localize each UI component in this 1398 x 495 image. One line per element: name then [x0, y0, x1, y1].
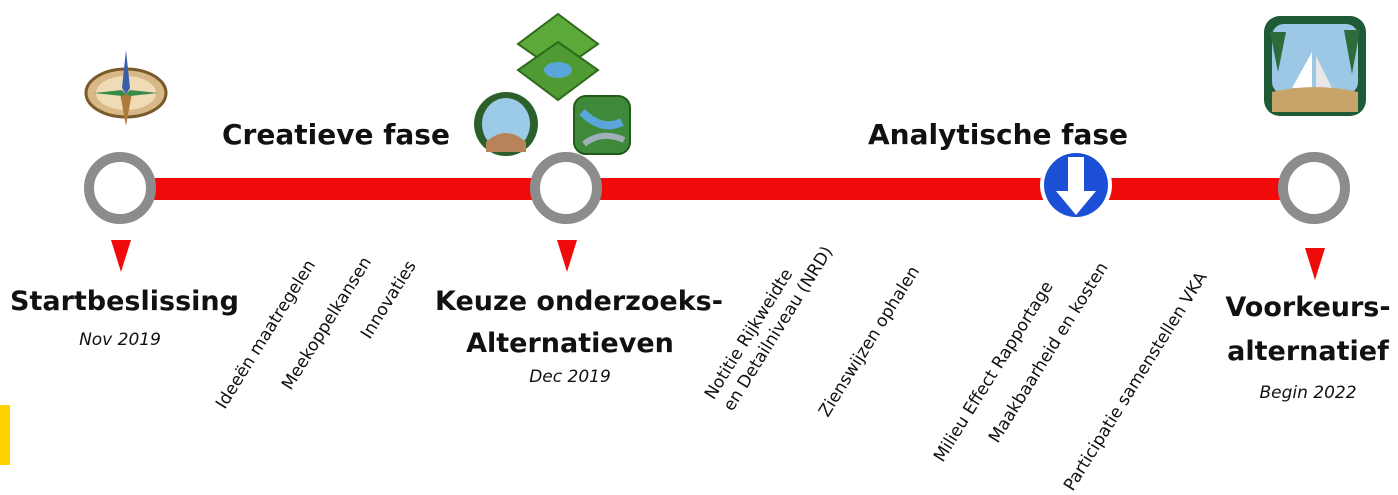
milestone-date-start: Nov 2019 [79, 330, 161, 350]
milestone-label-line: Alternatieven [466, 328, 674, 359]
milestone-date-keuze: Dec 2019 [529, 367, 611, 387]
activity-ideeen: Ideeën maatregelen [212, 256, 320, 413]
timeline-line [120, 178, 1310, 200]
milestone-label-line: alternatief [1227, 336, 1389, 367]
phase-title-analytic: Analytische fase [868, 118, 1128, 151]
phase-title-creative: Creatieve fase [222, 118, 450, 151]
accent-bar [0, 405, 10, 465]
milestone-marker-start [111, 240, 131, 272]
milestone-keuze [530, 152, 602, 224]
activity-zienswijzen: Zienswijzen ophalen [815, 262, 925, 421]
milestone-label-voorkeur: Voorkeurs- alternatief [1218, 290, 1398, 370]
milestone-label-line: Keuze onderzoeks- [435, 286, 723, 317]
direction-sign-icon [1040, 149, 1112, 221]
milestone-marker-voorkeur [1305, 248, 1325, 280]
landscape-tiles-icon [474, 12, 631, 156]
compass-icon [84, 50, 168, 126]
milestone-label-line: Voorkeurs- [1225, 292, 1391, 323]
lake-landscape-icon [1264, 16, 1366, 116]
milestone-start [84, 152, 156, 224]
milestone-label-line: Startbeslissing [10, 286, 239, 317]
milestone-voorkeur [1278, 152, 1350, 224]
milestone-label-start: Startbeslissing [10, 284, 239, 320]
milestone-marker-keuze [557, 240, 577, 272]
milestone-date-voorkeur: Begin 2022 [1259, 383, 1357, 403]
milestone-label-keuze: Keuze onderzoeks- Alternatieven [435, 284, 723, 362]
activity-nrd: Notitie Rijkweidte en Detailniveau (NRD) [700, 231, 838, 416]
